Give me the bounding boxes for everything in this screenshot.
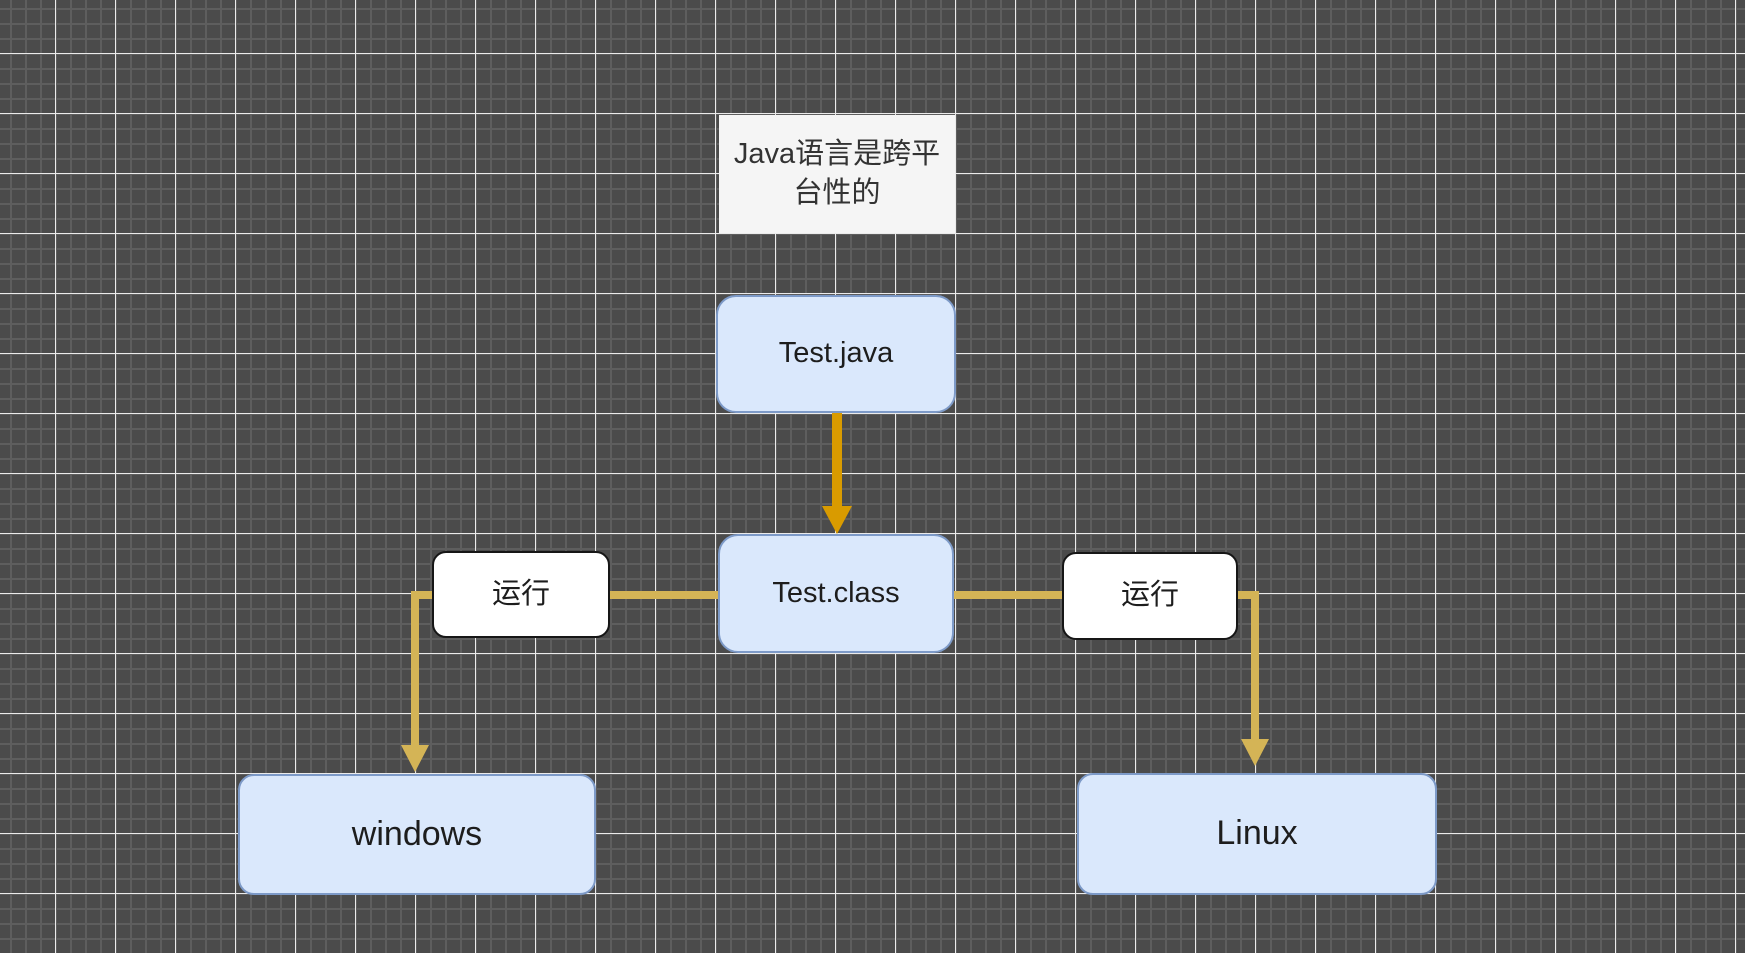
node-note[interactable]: Java语言是跨平台性的	[719, 115, 955, 233]
edge-run-linux-arrowhead-icon	[1241, 739, 1269, 766]
edge-run-linux-arrow[interactable]	[953, 591, 1269, 766]
edge-label-run-left[interactable]: 运行	[432, 551, 610, 638]
node-test-java-label: Test.java	[778, 337, 894, 370]
edge-label-run-right[interactable]: 运行	[1062, 552, 1238, 640]
edge-label-run-left-text: 运行	[491, 577, 550, 610]
node-test-class-label: Test.class	[772, 576, 900, 609]
edge-run-windows-arrow[interactable]	[401, 591, 718, 772]
edge-compile-arrowhead-icon	[822, 506, 852, 534]
edge-run-linux-shaft[interactable]	[953, 591, 1259, 741]
edge-run-windows-arrowhead-icon	[401, 745, 429, 772]
edge-label-run-right-text: 运行	[1120, 579, 1179, 612]
edge-run-windows-shaft[interactable]	[411, 591, 718, 747]
node-windows-label: windows	[351, 814, 483, 853]
node-note-label: Java语言是跨平台性的	[733, 137, 941, 209]
node-linux[interactable]: Linux	[1077, 773, 1437, 895]
node-linux-label: Linux	[1216, 814, 1298, 853]
node-test-class[interactable]: Test.class	[718, 534, 954, 653]
node-windows[interactable]: windows	[238, 774, 596, 895]
node-test-java[interactable]: Test.java	[716, 295, 956, 413]
edge-compile-arrow[interactable]	[822, 413, 852, 534]
